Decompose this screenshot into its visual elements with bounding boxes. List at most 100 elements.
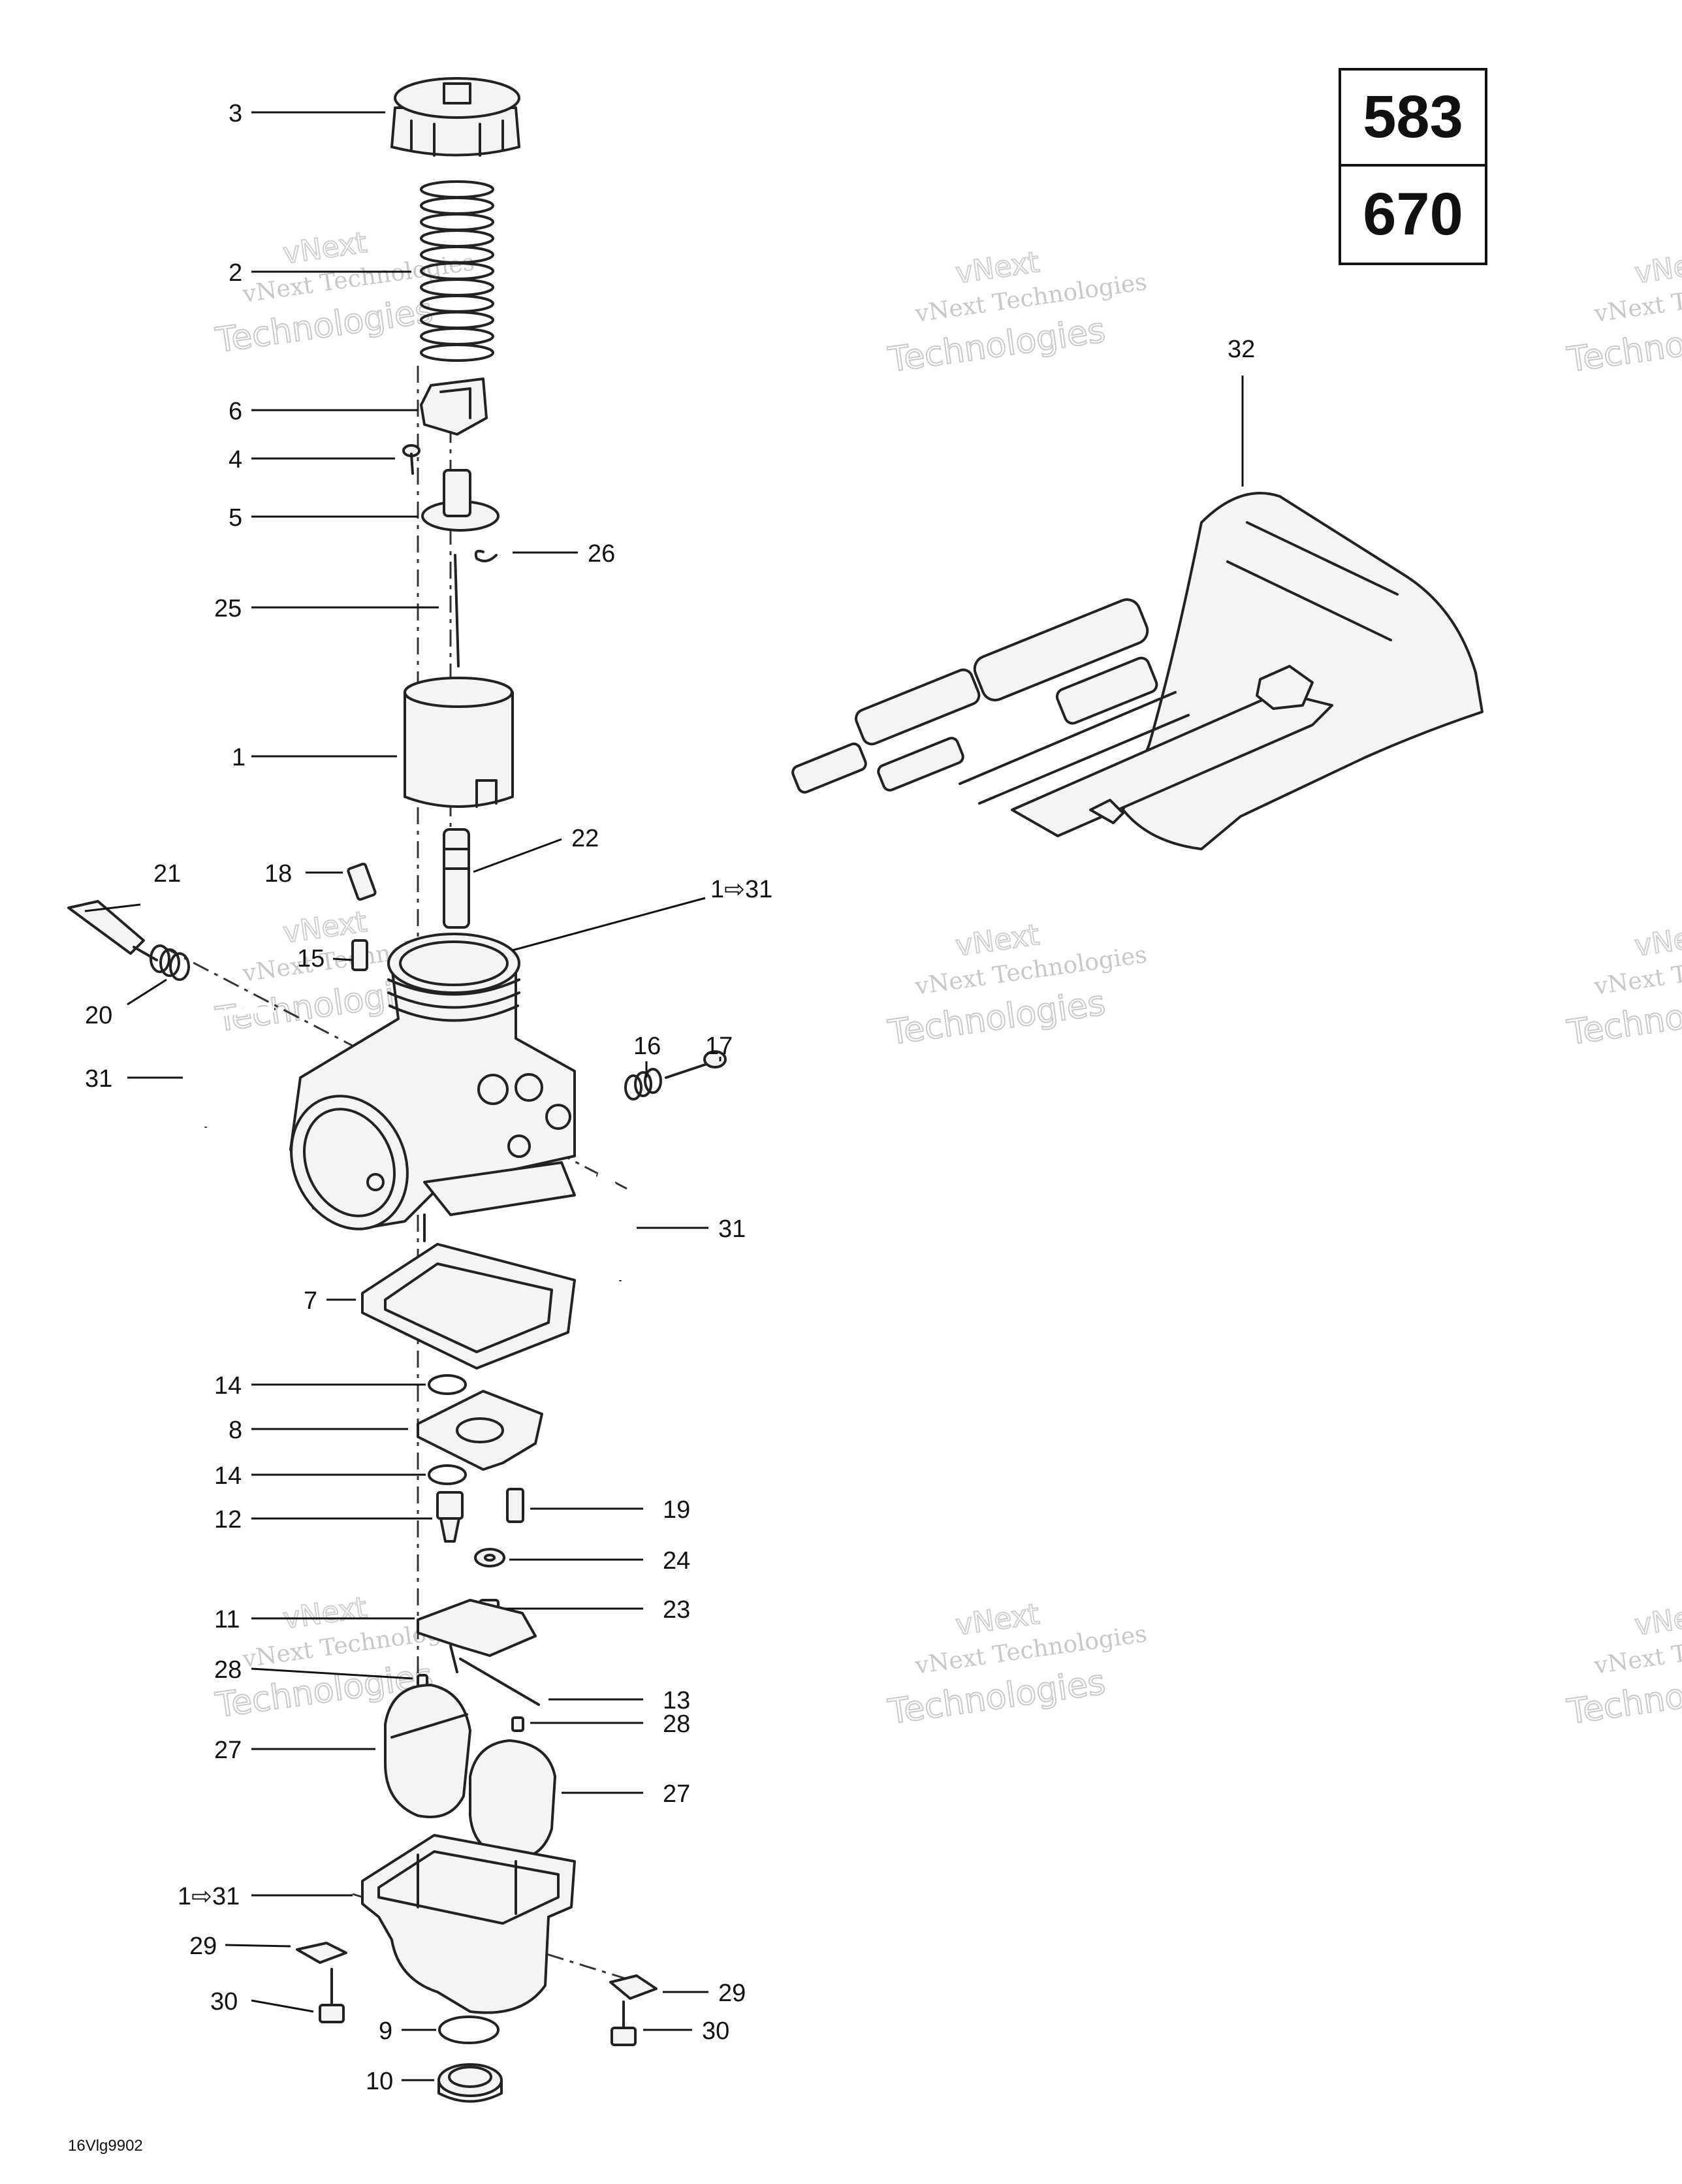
callout-30-right: 30 [702,2017,729,2045]
callout-23: 23 [663,1596,690,1624]
svg-text:vNext: vNext [281,1591,368,1635]
part-drain-plug [437,2063,503,2103]
callout-21: 21 [153,860,181,888]
watermark: vNext vNext Technologies Technologies [1564,245,1682,381]
part-bolt-left [319,1968,345,2023]
callout-5: 5 [229,504,242,532]
part-jet-18 [347,862,377,901]
callout-13: 13 [663,1687,690,1714]
watermark: vNext vNext Technologies Technologies [1564,1597,1682,1733]
model-number-583: 583 [1341,71,1485,167]
part-bracket [420,377,488,436]
drawing-reference-code: 16Vlg9902 [68,2137,143,2155]
callout-27-right: 27 [663,1780,690,1808]
callout-17: 17 [705,1033,733,1060]
part-clamp-right [609,1974,658,2000]
part-washer [474,1548,505,1567]
part-float-arm [417,1599,537,1673]
part-float-screw-lower [511,1716,524,1732]
part-needle-plate [421,469,500,532]
svg-text:vNext: vNext [281,226,368,270]
part-float-bowl [361,1834,576,2014]
callout-30-left: 30 [210,1988,238,2015]
callout-7: 7 [304,1287,317,1315]
part-o-ring-lower [428,1464,467,1485]
callout-10: 10 [366,2068,393,2095]
callout-14-lower: 14 [214,1462,242,1490]
callout-32: 32 [1228,336,1255,363]
svg-text:vNext: vNext [1632,918,1682,963]
svg-text:vNext: vNext [1632,1598,1682,1642]
part-bowl-o-ring [438,2015,500,2044]
watermark: vNext vNext Technologies Technologies [885,245,1149,381]
part-pilot-screw [665,1050,727,1079]
part-bolt-right [611,2000,637,2046]
callout-20: 20 [85,1002,112,1029]
part-vent-hose-left [196,1006,276,1128]
callout-8: 8 [229,1417,242,1444]
model-number-box: 583 670 [1339,68,1487,265]
part-float-right [469,1739,556,1860]
part-cap [390,77,520,157]
part-screw-small [402,444,420,475]
callout-4: 4 [229,446,242,474]
svg-text:vNext: vNext [953,1598,1041,1642]
part-gasket [361,1243,576,1370]
part-throttle-valve [404,677,514,808]
callout-18: 18 [264,860,292,888]
callout-19: 19 [663,1496,690,1524]
part-pilot-jet [506,1488,524,1523]
part-baffle-plate [417,1390,543,1471]
callout-15: 15 [297,945,325,972]
part-air-screw [67,900,158,961]
callout-11: 11 [214,1606,240,1633]
watermark: vNext vNext Technologies Technologies [885,1597,1149,1733]
callout-12: 12 [214,1506,242,1534]
callout-25: 25 [214,595,242,622]
part-float-left [384,1684,471,1818]
watermark: vNext vNext Technologies Technologies [1564,918,1682,1053]
callout-1-to-31-bottom: 1⇨31 [178,1883,240,1910]
part-main-jet [436,1491,464,1543]
watermark: vNext vNext Technologies Technologies [885,918,1149,1053]
callout-1: 1 [232,744,246,771]
svg-text:vNext: vNext [953,918,1041,963]
callout-29-right: 29 [718,1980,746,2007]
svg-text:vNext: vNext [953,246,1041,290]
part-clip [474,549,498,562]
svg-text:vNext: vNext [1632,246,1682,290]
callout-29-left: 29 [189,1933,217,1960]
part-jet-15 [351,939,368,971]
part-vent-hose-right [596,1172,624,1281]
callout-3: 3 [229,100,242,127]
part-needle-jet [443,828,470,929]
part-clamp-left [296,1942,347,1964]
callout-1-to-31-top: 1⇨31 [710,876,772,903]
part-jet-needle [454,554,460,667]
callout-28-lower: 28 [663,1710,690,1738]
callout-16: 16 [633,1033,661,1060]
callout-31-right: 31 [718,1215,746,1243]
callout-28-upper: 28 [214,1656,242,1684]
callout-2: 2 [229,259,242,287]
part-o-ring-upper [428,1374,467,1395]
model-number-670: 670 [1363,181,1463,248]
callout-6: 6 [229,398,242,425]
leader-lines [84,111,1244,2081]
callout-26: 26 [588,540,615,568]
part-tool-kit [791,492,1484,850]
watermark: vNext vNext Technologies Technologies [212,225,476,361]
part-air-screw-spring [150,944,190,981]
callout-22: 22 [571,825,599,852]
callout-9: 9 [379,2017,392,2045]
part-pilot-spring [624,1068,662,1100]
callout-24: 24 [663,1547,690,1575]
callout-labels: 3 2 6 4 5 26 25 1 22 18 21 1⇨31 15 20 16… [85,100,1255,2095]
part-spring [420,180,494,362]
part-carburetor-body [289,933,576,1242]
part-float-pin [459,1658,540,1706]
callout-27-left: 27 [214,1737,242,1764]
callout-14-upper: 14 [214,1372,242,1400]
callout-31-left: 31 [85,1065,112,1093]
